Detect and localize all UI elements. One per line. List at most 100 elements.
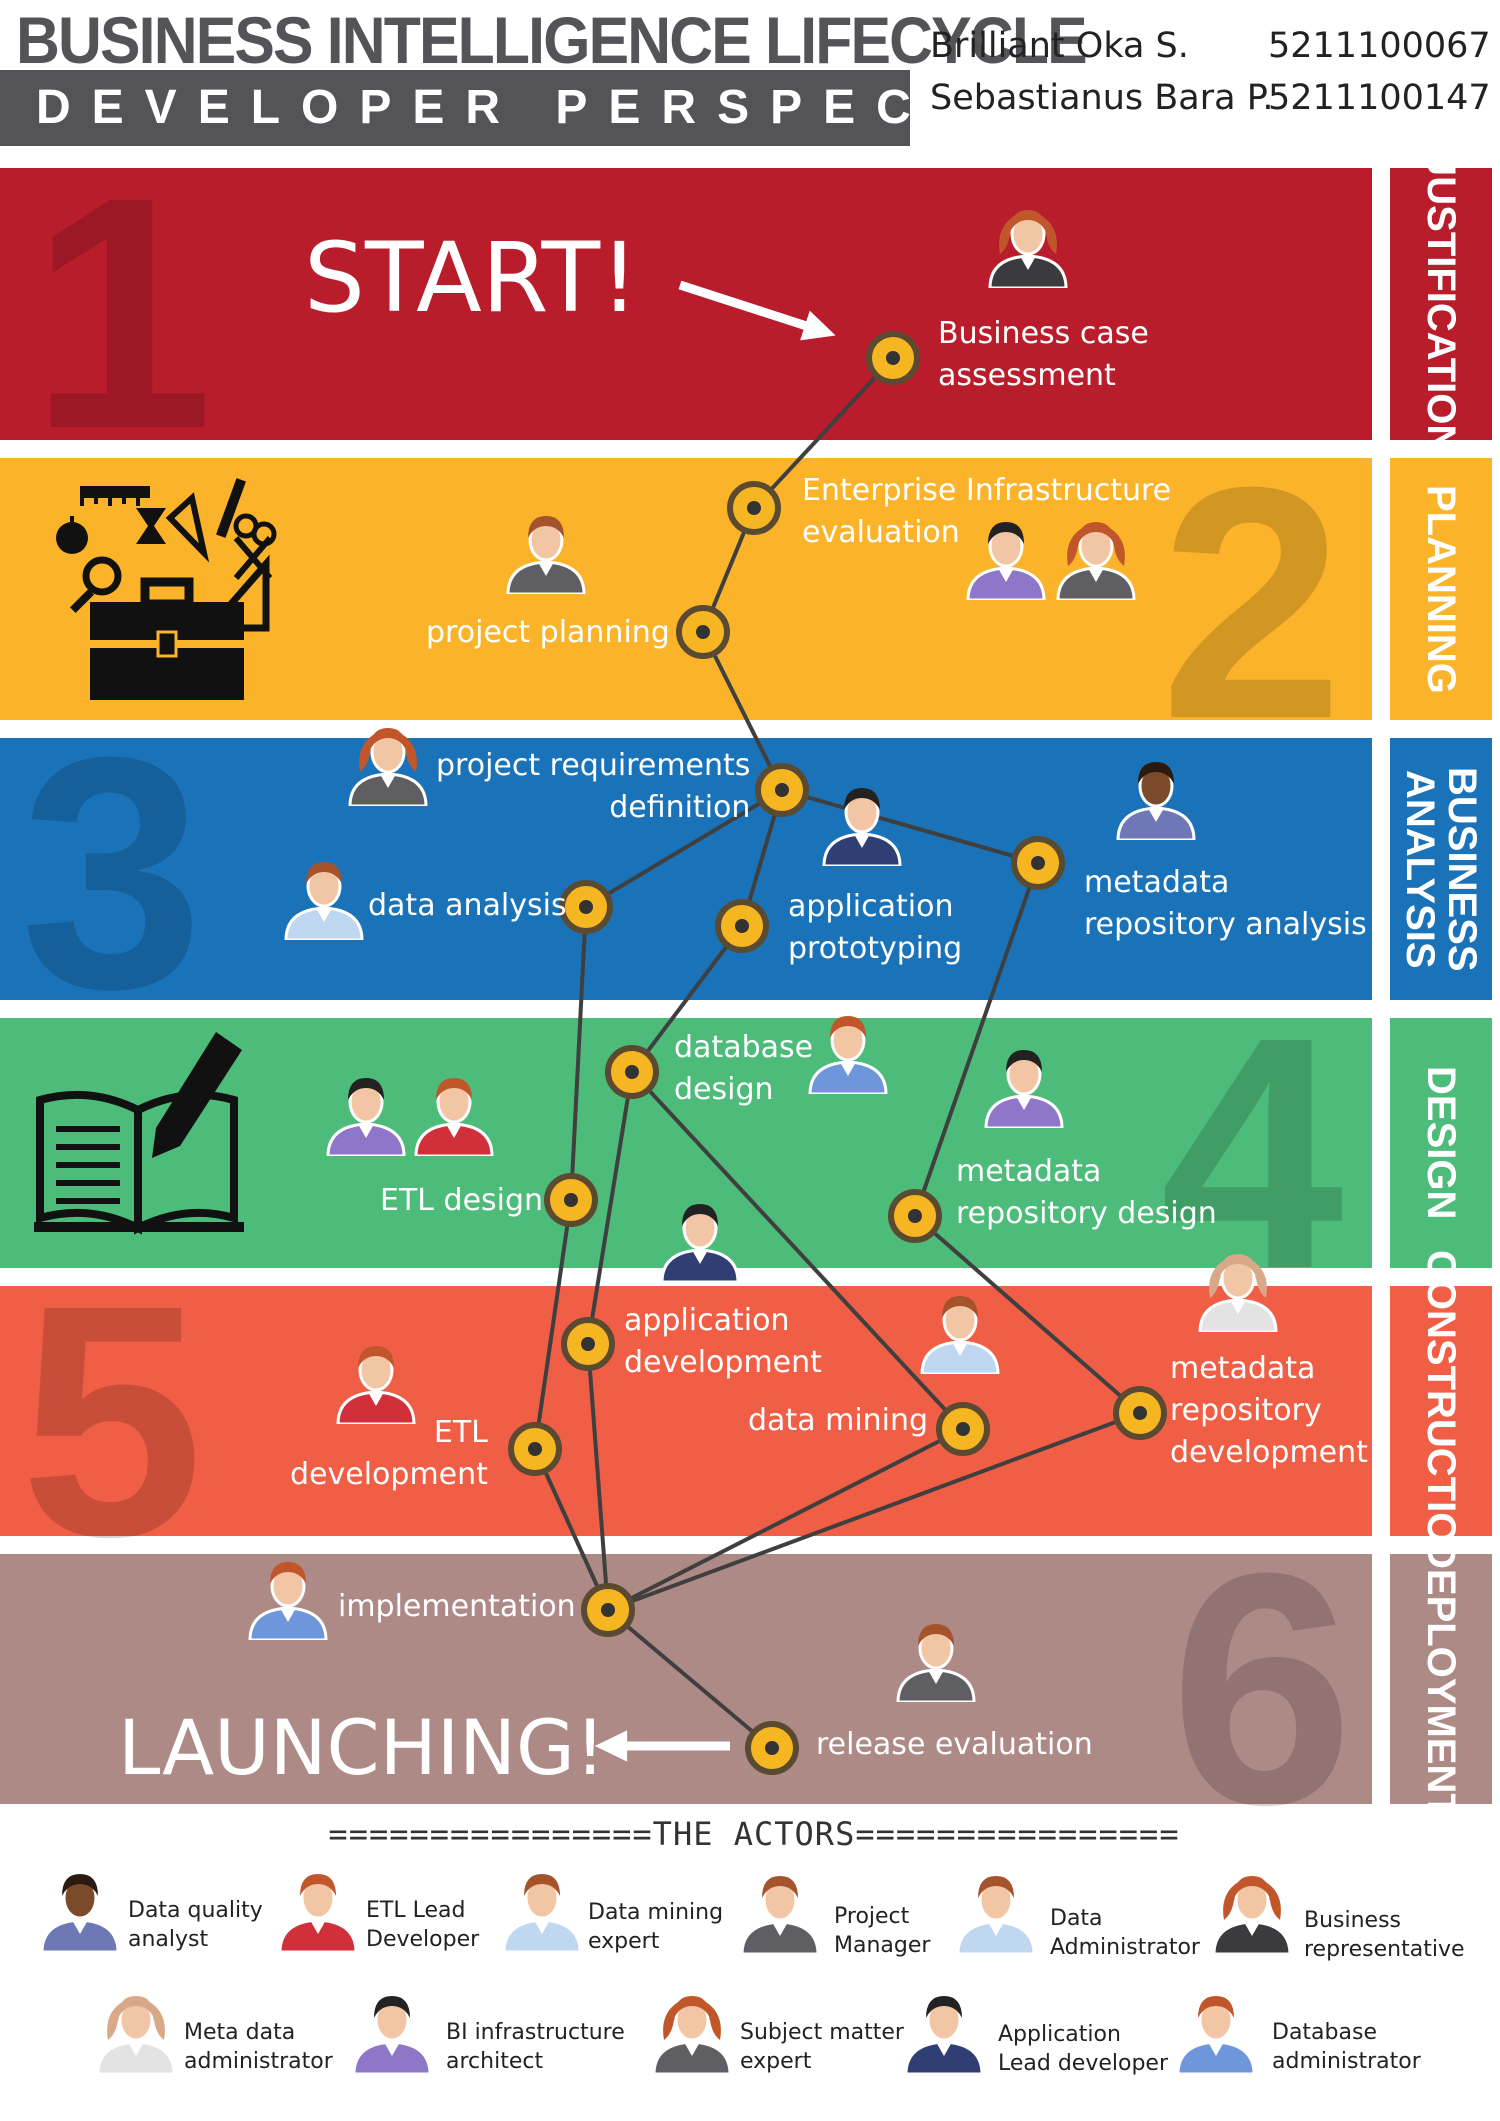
project-manager-figure — [506, 516, 586, 594]
actors-title: ================THE ACTORS==============… — [328, 1815, 1180, 1853]
node-enterprise-infra — [727, 481, 781, 535]
step-release-evaluation: release evaluation — [816, 1727, 1093, 1762]
path-connector — [586, 1343, 610, 1611]
path-connector — [630, 924, 744, 1074]
path-connector — [606, 1608, 774, 1750]
node-etl-development — [508, 1422, 562, 1476]
path-connector — [607, 1411, 1141, 1612]
book-pencil-icon — [34, 1032, 244, 1235]
bi-infrastructure-architect-figure — [984, 1050, 1064, 1128]
actor-figure-5 — [956, 1876, 1036, 1954]
step-project-planning: project planning — [426, 615, 670, 650]
infographic-subtitle: DEVELOPER PERSPECTIVE — [0, 70, 1102, 146]
node-metadata-development — [1113, 1386, 1167, 1440]
data-mining-expert-figure — [920, 1296, 1000, 1374]
actor-label: Data quality analyst — [128, 1898, 263, 1952]
band-number: 6 — [1170, 1504, 1354, 1873]
band-label-deployment: DEPLOYMENT — [1390, 1540, 1492, 1818]
band-label-planning: PLANNING — [1390, 458, 1492, 720]
path-connector — [752, 356, 895, 510]
node-implementation — [581, 1583, 635, 1637]
band-number: 2 — [1160, 418, 1344, 787]
band-label-design: DESIGN — [1390, 1018, 1492, 1268]
step-metadata-repository-analysis: metadata repository analysis — [1084, 865, 1367, 942]
band-label-business-analysis: BUSINESS ANALYSIS — [1390, 738, 1492, 1000]
step-project-requirements-definition: project requirements definition — [436, 748, 751, 825]
step-business-case-assessment: Business case assessment — [938, 316, 1149, 393]
meta-data-administrator-figure — [1198, 1254, 1278, 1332]
band-label-justification: JUSTIFICATION — [1390, 154, 1492, 454]
band-number: 5 — [20, 1236, 204, 1605]
actor-label: Meta data administrator — [184, 2020, 333, 2074]
node-data-mining — [936, 1402, 990, 1456]
step-data-analysis: data analysis — [368, 888, 567, 923]
start-arrow-icon — [678, 280, 836, 341]
step-application-development: application development — [624, 1303, 822, 1380]
node-project-planning — [676, 605, 730, 659]
node-metadata-analysis — [1011, 836, 1065, 890]
actor-figure-7 — [96, 1996, 176, 2074]
band-label-construction: CONSTRUCTION — [1390, 1250, 1492, 1572]
application-lead-developer-figure — [822, 788, 902, 866]
node-metadata-design — [888, 1189, 942, 1243]
launching-arrow-icon — [594, 1730, 730, 1762]
actor-label: Data Administrator — [1050, 1906, 1200, 1960]
actor-label: Data mining expert — [588, 1900, 724, 1954]
subject-matter-expert-figure — [1056, 522, 1136, 600]
actor-figure-2 — [278, 1874, 358, 1952]
author-id-1: 5211100067 — [1268, 26, 1491, 66]
path-connector — [569, 906, 588, 1201]
step-metadata-repository-development: metadata repository development — [1170, 1351, 1368, 1470]
actor-figure-4 — [740, 1876, 820, 1954]
step-etl-design: ETL design — [380, 1183, 544, 1218]
node-etl-design — [544, 1173, 598, 1227]
author-name-1: Brilliant Oka S. — [930, 26, 1189, 66]
band-justification: 1 — [0, 148, 1372, 478]
path-connector — [913, 862, 1040, 1217]
path-connector — [781, 788, 1039, 865]
actor-label: Business representative — [1304, 1908, 1465, 1962]
bi-infrastructure-architect-figure — [966, 522, 1046, 600]
database-administrator-figure — [808, 1016, 888, 1094]
actor-label: Subject matter expert — [740, 2020, 904, 2074]
node-business-case — [866, 331, 920, 385]
node-app-development — [561, 1317, 615, 1371]
path-connector — [586, 1071, 634, 1345]
project-manager-figure — [896, 1624, 976, 1702]
path-connector — [584, 788, 784, 909]
etl-lead-developer-figure — [414, 1078, 494, 1156]
author-name-2: Sebastianus Bara P. — [930, 78, 1274, 118]
band-business-analysis: 3 — [0, 708, 1372, 1038]
step-application-prototyping: application prototyping — [788, 889, 963, 966]
actor-figure-1 — [40, 1874, 120, 1952]
business-representative-figure — [988, 210, 1068, 288]
bi-infrastructure-architect-figure — [326, 1078, 406, 1156]
node-release-evaluation — [745, 1721, 799, 1775]
tools-briefcase-icon — [56, 478, 277, 700]
etl-lead-developer-figure — [336, 1346, 416, 1424]
actor-label: Application Lead developer — [998, 2022, 1169, 2076]
node-app-prototyping — [715, 899, 769, 953]
actor-label: Project Manager — [834, 1904, 931, 1958]
node-requirements — [755, 763, 809, 817]
band-deployment: 6 — [0, 1524, 1372, 1854]
step-implementation: implementation — [338, 1589, 576, 1624]
data-administrator-figure — [284, 862, 364, 940]
actor-label: Database administrator — [1272, 2020, 1421, 2074]
step-database-design: database design — [674, 1030, 814, 1107]
actor-figure-10 — [904, 1996, 984, 2074]
actor-figure-6 — [1212, 1876, 1292, 1954]
path-connector — [607, 1427, 964, 1612]
actor-figure-9 — [652, 1996, 732, 2074]
subject-matter-expert-figure — [348, 728, 428, 806]
path-connector — [913, 1214, 1142, 1415]
launching-label: LAUNCHING! — [118, 1703, 606, 1792]
start-label: START! — [304, 222, 639, 334]
path-connector — [701, 631, 784, 791]
actor-figure-8 — [352, 1996, 432, 2074]
band-number: 1 — [30, 128, 214, 497]
data-quality-analyst-figure — [1116, 762, 1196, 840]
actor-label: BI infrastructure architect — [446, 2020, 625, 2074]
path-connector — [630, 1070, 965, 1431]
